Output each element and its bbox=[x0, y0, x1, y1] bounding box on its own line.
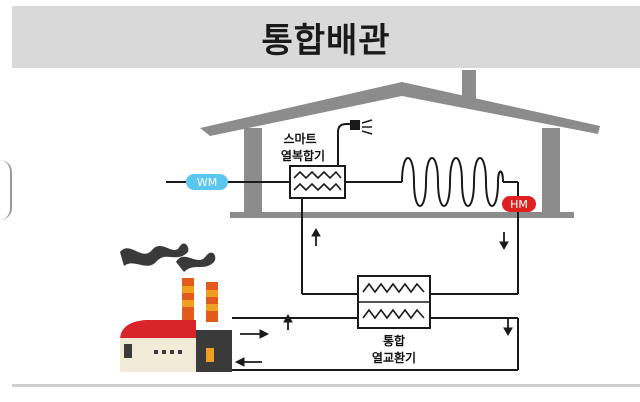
integrated-exchanger-label-line1: 통합 bbox=[383, 333, 405, 348]
exchanger-to-factory-pipes bbox=[232, 317, 519, 371]
title-bar: 통합배관 bbox=[12, 6, 640, 68]
page-title: 통합배관 bbox=[261, 20, 391, 61]
radiator-coil-icon bbox=[401, 157, 504, 207]
house-roof-icon bbox=[200, 70, 600, 218]
arrow-icon bbox=[234, 227, 513, 367]
smart-heat-exchanger-icon bbox=[289, 165, 346, 199]
wm-meter-label: WM bbox=[197, 176, 217, 189]
left-bracket-decoration bbox=[0, 160, 12, 220]
wm-meter-badge: WM bbox=[186, 174, 228, 190]
integrated-heat-exchanger-icon bbox=[357, 275, 431, 329]
hm-meter-badge: HM bbox=[502, 196, 536, 212]
smart-exchanger-label-line1: 스마트 bbox=[283, 131, 316, 146]
integrated-exchanger-label-line2: 열교환기 bbox=[372, 350, 416, 365]
hm-meter-label: HM bbox=[510, 198, 528, 211]
smart-exchanger-label-line2: 열복합기 bbox=[281, 148, 325, 163]
bottom-divider bbox=[12, 384, 640, 387]
factory-icon bbox=[120, 243, 232, 372]
house-to-exchanger-pipes bbox=[301, 198, 519, 295]
shower-icon bbox=[337, 119, 373, 166]
